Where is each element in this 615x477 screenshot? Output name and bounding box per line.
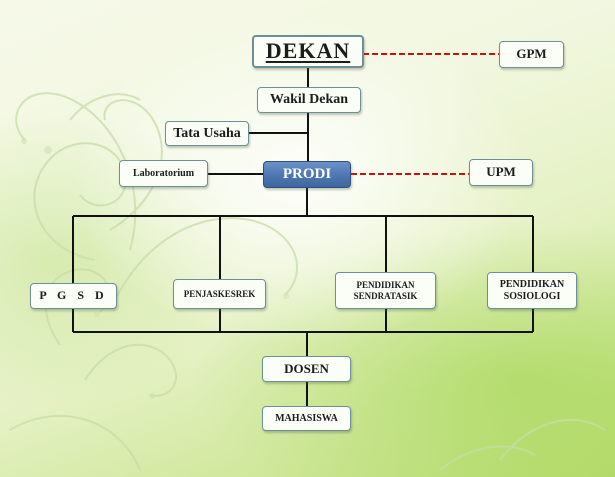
pendidikan-sosiologi-box[interactable]: PENDIDIKAN SOSIOLOGI	[487, 272, 577, 309]
dekan-box[interactable]: DEKAN	[252, 35, 364, 68]
tata-usaha-box[interactable]: Tata Usaha	[165, 121, 249, 146]
pgsd-box[interactable]: P G S D	[30, 283, 117, 309]
upm-box[interactable]: UPM	[469, 159, 533, 186]
pendidikan-sendratasik-box[interactable]: PENDIDIKAN SENDRATASIK	[335, 272, 436, 309]
laboratorium-box[interactable]: Laboratorium	[119, 160, 208, 187]
prodi-box[interactable]: PRODI	[263, 161, 351, 188]
penjaskesrek-box[interactable]: PENJASKESREK	[173, 279, 266, 309]
wakil-dekan-box[interactable]: Wakil Dekan	[257, 87, 361, 113]
gpm-box[interactable]: GPM	[499, 41, 564, 68]
mahasiswa-box[interactable]: MAHASISWA	[262, 406, 351, 431]
dosen-box[interactable]: DOSEN	[262, 356, 351, 382]
